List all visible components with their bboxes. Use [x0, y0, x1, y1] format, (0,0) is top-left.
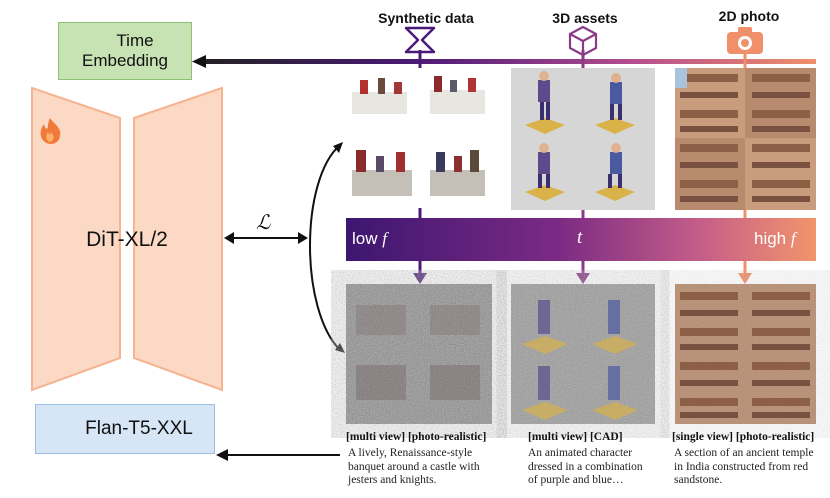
synthetic-upper-panel — [346, 68, 492, 208]
caption-text-synthetic: A lively, Renaissance-style banquet arou… — [348, 447, 480, 486]
flan-arrow-head — [216, 449, 228, 461]
top-gradient-line — [200, 59, 816, 64]
col-title-2d: 2D photo — [718, 8, 780, 24]
time-embedding-box: Time Embedding — [58, 22, 192, 80]
camera-icon — [727, 27, 763, 54]
caption-text-3d: An animated character dressed in a combi… — [528, 447, 643, 486]
assets-upper-panel — [511, 68, 655, 210]
photo-lower-panel — [675, 284, 816, 424]
caption-head-3d: [multi view] [CAD] — [528, 431, 623, 443]
band-low-label: low f — [352, 229, 387, 248]
flan-t5-label: Flan-T5-XXL — [85, 418, 193, 439]
curve-connector — [309, 144, 341, 351]
caption-head-synthetic: [multi view] [photo-realistic] — [346, 431, 487, 443]
time-arrow-head — [192, 55, 206, 68]
loss-symbol: ℒ — [256, 212, 271, 234]
time-embedding-label: Time Embedding — [59, 31, 191, 71]
time-embedding-line1: Time — [116, 31, 154, 50]
dit-label: DiT-XL/2 — [86, 228, 168, 251]
time-embedding-line2: Embedding — [81, 51, 168, 70]
frequency-band — [346, 218, 816, 261]
band-center-label: t — [577, 227, 583, 248]
dit-left-trapezoid — [31, 86, 121, 392]
cube-icon — [568, 25, 598, 57]
synthetic-lower-panel — [346, 284, 492, 424]
col-title-3d: 3D assets — [552, 10, 618, 26]
col-title-synthetic: Synthetic data — [378, 10, 474, 26]
flame-icon — [40, 118, 61, 144]
flan-t5-box: Flan-T5-XXL — [35, 404, 215, 454]
caption-text-2d: A section of an ancient temple in India … — [674, 447, 814, 486]
hourglass-icon — [404, 26, 436, 54]
caption-head-2d: [single view] [photo-realistic] — [672, 431, 815, 443]
dit-right-trapezoid — [133, 86, 223, 392]
band-high-label: high f — [754, 229, 796, 248]
assets-lower-panel — [511, 284, 655, 424]
photo-upper-panel — [675, 68, 816, 210]
